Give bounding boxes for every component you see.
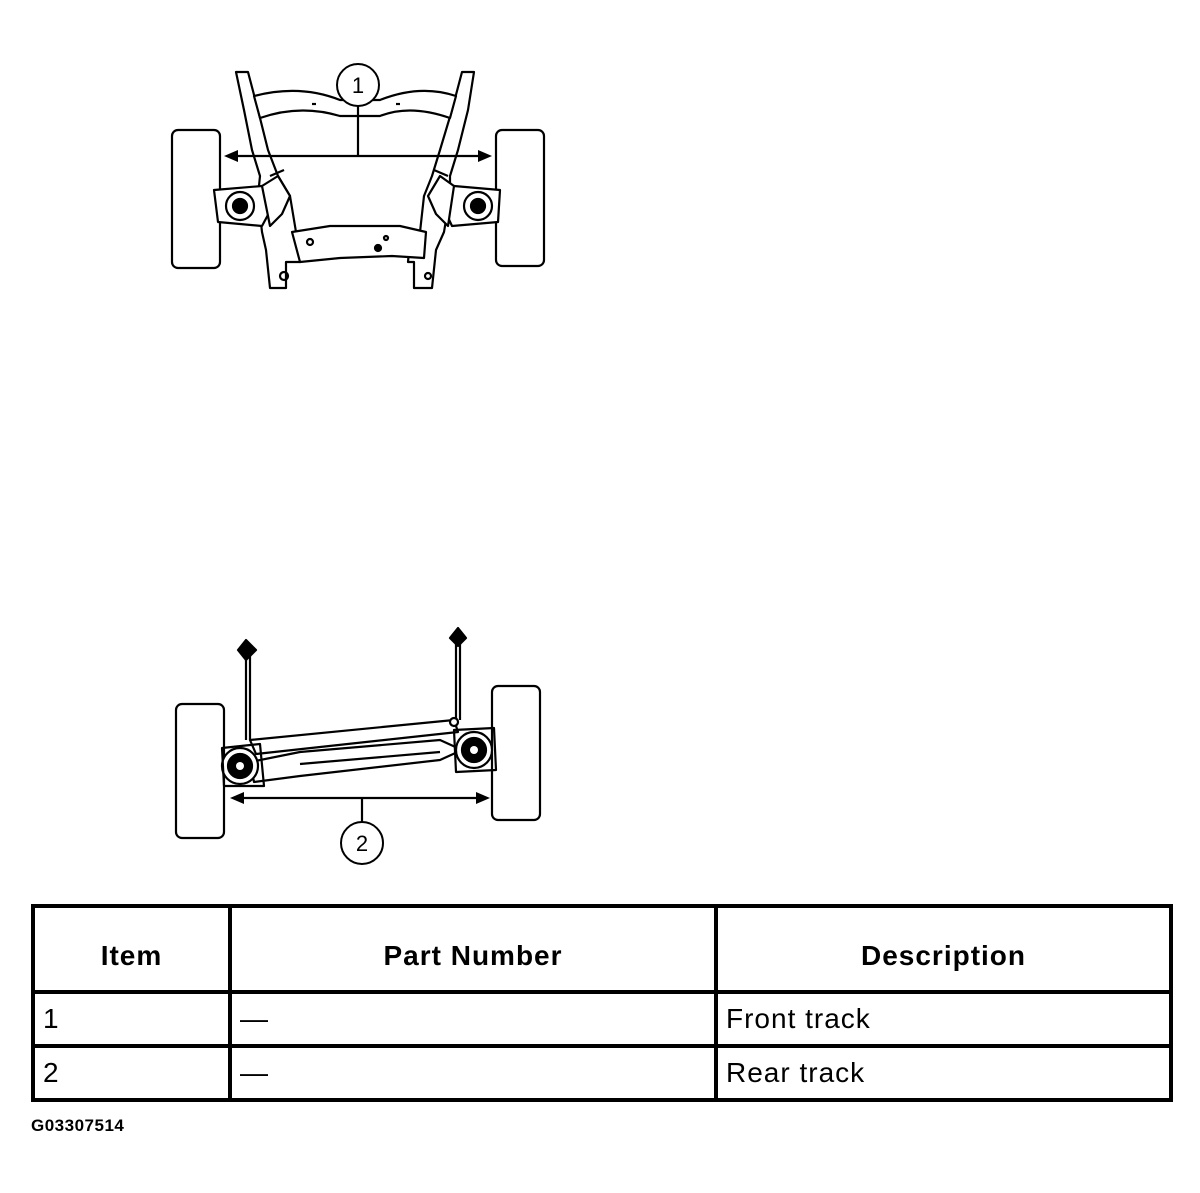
cell-part-number: —: [228, 1044, 718, 1102]
header-part-number: Part Number: [228, 904, 718, 994]
table-row: 1 — Front track: [31, 990, 1173, 1048]
callout-1-label: 1: [352, 73, 364, 98]
parts-table: Item Part Number Description 1 — Front t…: [31, 904, 1173, 1102]
rear-lower-arm: [248, 738, 464, 784]
callout-2: [340, 821, 384, 865]
header-description: Description: [714, 904, 1173, 994]
rear-right-hub: [452, 726, 498, 774]
front-left-hub: [212, 168, 292, 228]
front-left-rail: [234, 70, 302, 290]
front-right-hub: [426, 168, 502, 228]
cell-item: 2: [31, 1044, 232, 1102]
header-item: Item: [31, 904, 232, 994]
front-lower-crossmember: [290, 224, 428, 264]
cell-description: Rear track: [714, 1044, 1173, 1102]
table-header-row: Item Part Number Description: [31, 904, 1173, 994]
suspension-diagram: 1 2: [170, 63, 546, 865]
callout-2-label: 2: [356, 831, 368, 856]
rear-upper-arm: [248, 718, 460, 756]
cell-part-number: —: [228, 990, 718, 1048]
rear-left-hub: [220, 742, 266, 788]
front-right-wheel: [494, 128, 546, 268]
front-left-wheel: [170, 128, 222, 270]
cell-item: 1: [31, 990, 232, 1048]
rear-right-wheel: [490, 684, 542, 822]
table-row: 2 — Rear track: [31, 1044, 1173, 1102]
rear-suspension-illustration: [174, 626, 542, 840]
rear-left-wheel: [174, 702, 226, 840]
figure-id: G03307514: [31, 1116, 125, 1135]
callout-1: [336, 63, 380, 107]
cell-description: Front track: [714, 990, 1173, 1048]
